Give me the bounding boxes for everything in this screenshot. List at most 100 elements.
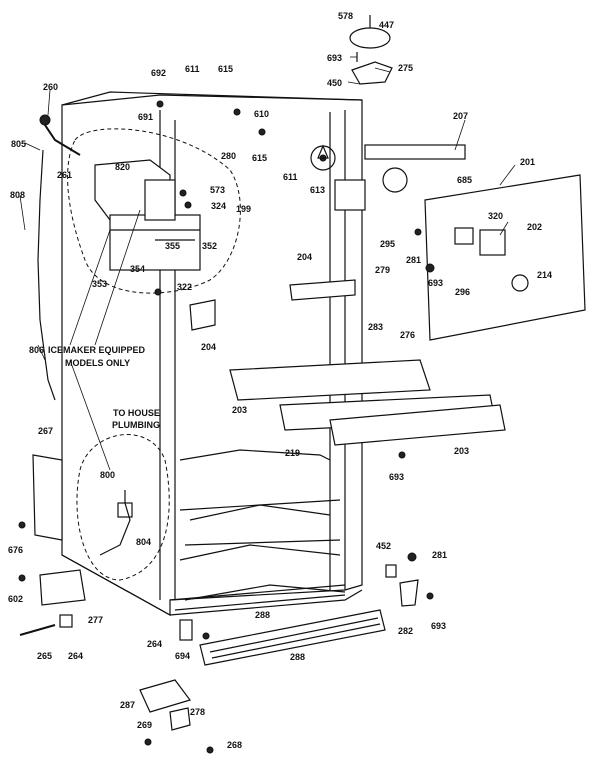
hinge-bracket-282 [399, 579, 419, 607]
part-label: 277 [88, 615, 103, 625]
part-label: 264 [68, 651, 83, 661]
part-label: 204 [297, 252, 312, 262]
panel-grille [479, 229, 506, 256]
part-label: 820 [115, 162, 130, 172]
plumbing-zone-outline [76, 434, 170, 581]
part-label: 288 [255, 610, 270, 620]
part-label: 203 [232, 405, 247, 415]
part-label: 578 [338, 11, 353, 21]
fasteners [18, 100, 435, 754]
part-label: 602 [8, 594, 23, 604]
part-label: 354 [130, 264, 145, 274]
part-label: 214 [537, 270, 552, 280]
part-label: 355 [165, 241, 180, 251]
part-label: 573 [210, 185, 225, 195]
part-label: 295 [380, 239, 395, 249]
part-label: 804 [136, 537, 151, 547]
rear-control-panel [424, 174, 586, 341]
defrost-heater-bar [364, 144, 466, 160]
note-plumbing-line2: PLUMBING [112, 420, 160, 430]
part-label: 352 [202, 241, 217, 251]
part-label: 693 [428, 278, 443, 288]
part-label: 691 [138, 112, 153, 122]
front-leveler-plate [179, 619, 193, 641]
part-label: 199 [236, 204, 251, 214]
panel-knob [511, 274, 529, 292]
water-fill-tube [44, 124, 81, 156]
part-label: 203 [454, 446, 469, 456]
part-label: 283 [368, 322, 383, 332]
part-label: 269 [137, 720, 152, 730]
upper-side-bracket [289, 279, 356, 301]
part-label: 685 [457, 175, 472, 185]
part-label: 610 [254, 109, 269, 119]
part-label: 281 [406, 255, 421, 265]
side-panel-267 [32, 454, 63, 541]
part-label: 287 [120, 700, 135, 710]
part-label: 611 [185, 64, 200, 74]
fan-motor [334, 167, 408, 211]
note-plumbing-line1: TO HOUSE [113, 408, 160, 418]
part-label: 320 [488, 211, 503, 221]
panel-label [454, 227, 474, 245]
part-label: 808 [10, 190, 25, 200]
part-label: 805 [11, 139, 26, 149]
hinge-cover-452 [385, 564, 397, 578]
shelf-rail-upper [229, 359, 431, 401]
part-label: 615 [252, 153, 267, 163]
left-side-bracket [189, 299, 216, 331]
part-label: 806 [29, 345, 44, 355]
clip-278 [169, 707, 191, 731]
part-label: 219 [285, 448, 300, 458]
part-label: 260 [43, 82, 58, 92]
leader-lines [19, 22, 516, 471]
part-label: 693 [431, 621, 446, 631]
part-number-labels: 578 447 693 275 450 692 611 615 691 610 … [8, 11, 552, 750]
hinge-pin [19, 624, 56, 636]
part-label: 693 [389, 472, 404, 482]
part-label: 201 [520, 157, 535, 167]
part-label: 279 [375, 265, 390, 275]
part-label: 693 [327, 53, 342, 63]
part-label: 322 [177, 282, 192, 292]
part-label: 281 [432, 550, 447, 560]
part-label: 615 [218, 64, 233, 74]
part-label: 276 [400, 330, 415, 340]
part-label: 204 [201, 342, 216, 352]
leveling-leg-roller [59, 614, 73, 628]
part-label: 207 [453, 111, 468, 121]
part-label: 267 [38, 426, 53, 436]
part-label: 676 [8, 545, 23, 555]
part-label: 450 [327, 78, 342, 88]
bottom-hinge-bracket [39, 569, 86, 606]
part-label: 800 [100, 470, 115, 480]
part-label: 268 [227, 740, 242, 750]
part-label: 282 [398, 626, 413, 636]
part-label: 324 [211, 201, 226, 211]
part-label: 288 [290, 652, 305, 662]
note-icemaker-line2: MODELS ONLY [65, 358, 130, 368]
part-label: 275 [398, 63, 413, 73]
icemaker-assembly [94, 159, 201, 271]
part-label: 278 [190, 707, 205, 717]
part-label: 447 [379, 20, 394, 30]
part-label: 280 [221, 151, 236, 161]
shelf-front-trim [329, 404, 506, 446]
part-label: 452 [376, 541, 391, 551]
part-label: 202 [527, 222, 542, 232]
evaporator-fan [310, 144, 336, 171]
plumbing-tube [99, 490, 131, 556]
fill-cup-icon [39, 114, 51, 126]
water-supply-line [37, 149, 56, 401]
part-label: 353 [92, 279, 107, 289]
drain-pan-287 [139, 679, 191, 713]
icemaker-zone-outline [67, 128, 241, 294]
note-icemaker-line1: ICEMAKER EQUIPPED [48, 345, 146, 355]
part-label: 265 [37, 651, 52, 661]
part-label: 264 [147, 639, 162, 649]
part-label: 296 [455, 287, 470, 297]
part-label: 261 [57, 170, 72, 180]
part-label: 694 [175, 651, 190, 661]
part-label: 613 [310, 185, 325, 195]
